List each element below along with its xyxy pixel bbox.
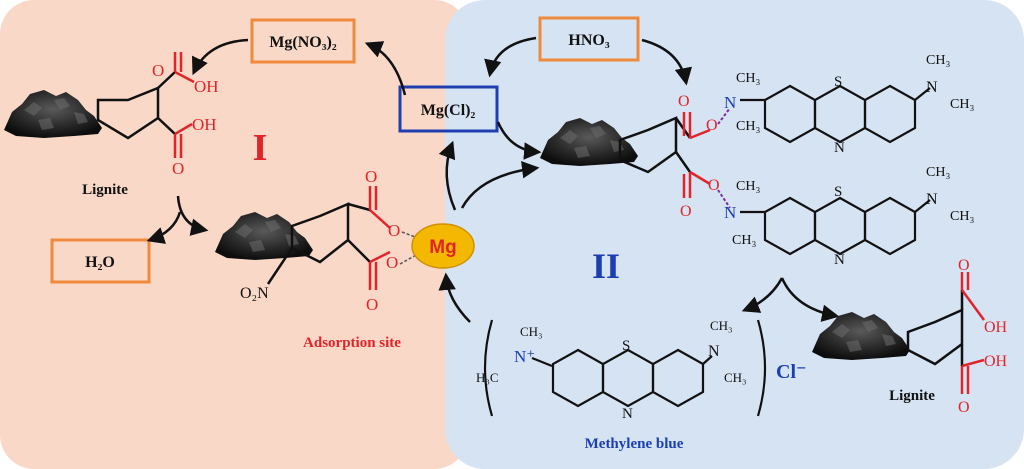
svg-text:CH₃: CH₃ (926, 53, 950, 68)
svg-text:O: O (678, 93, 690, 110)
arrow-hno3-right (641, 38, 693, 86)
svg-text:O: O (365, 167, 377, 186)
svg-text:CH₃: CH₃ (724, 370, 747, 385)
svg-text:N⁺: N⁺ (514, 347, 535, 366)
svg-text:S: S (622, 338, 630, 354)
methylene-blue-molecule: N⁺ CH₃ H₃C S N N CH₃ CH₃ Methylene blue … (476, 318, 807, 452)
arrow-mgcl2-to-complex (496, 121, 542, 160)
arrow-mg-up-right (460, 161, 540, 209)
lignite-bottom-molecule: O OH OH O Lignite (812, 257, 1008, 416)
svg-text:CH₃: CH₃ (950, 97, 974, 112)
svg-text:S: S (834, 74, 842, 90)
svg-text:OH: OH (192, 115, 217, 134)
svg-text:N: N (708, 343, 720, 360)
arrow-lignite-fork (176, 195, 209, 236)
svg-text:N: N (622, 406, 633, 422)
svg-text:O: O (366, 295, 378, 314)
svg-text:CH₃: CH₃ (736, 71, 760, 86)
mb-complex: O O O O N CH₃ CH₃ S N N CH₃ CH₃ N CH₃ CH… (540, 53, 974, 268)
svg-text:O: O (388, 221, 400, 240)
chloride-label: Cl⁻ (776, 361, 807, 383)
svg-text:O: O (958, 257, 970, 274)
svg-text:OH: OH (984, 319, 1008, 336)
arrow-mg-up-left (438, 140, 457, 211)
svg-text:OH: OH (194, 77, 219, 96)
mg-chloride-box (398, 85, 499, 133)
svg-text:N: N (926, 191, 938, 208)
lignite-bottom-label: Lignite (889, 388, 935, 404)
svg-text:O: O (680, 203, 692, 220)
nitro-label: O₂N (240, 285, 269, 302)
panel-numeral-right: II (592, 246, 620, 286)
panel-numeral-left: I (253, 127, 268, 169)
arrow-to-water (146, 211, 182, 244)
svg-text:O: O (172, 159, 184, 178)
svg-text:N: N (724, 93, 736, 112)
mg-nitrate-label: Mg(NO₃)₂ (269, 34, 337, 51)
arrow-mgcl2-to-mgno3 (364, 41, 407, 96)
svg-text:N: N (834, 140, 845, 156)
svg-text:CH₃: CH₃ (926, 165, 950, 180)
mg-center (411, 223, 475, 269)
adsorption-site-molecule: O O O O O₂N Adsorption site (215, 167, 419, 351)
lignite-top-molecule: O OH OH O Lignite (4, 52, 219, 198)
svg-text:CH₃: CH₃ (520, 324, 543, 339)
arrow-release-right (780, 277, 840, 322)
svg-text:CH₃: CH₃ (950, 209, 974, 224)
mg-center-label: Mg (429, 237, 456, 258)
mg-nitrate-box (250, 18, 356, 64)
adsorption-site-label: Adsorption site (303, 335, 401, 351)
svg-text:CH₃: CH₃ (710, 318, 733, 333)
svg-text:S: S (834, 184, 842, 200)
water-label: H₂O (85, 254, 115, 271)
svg-text:H₃C: H₃C (476, 370, 499, 385)
lignite-top-label: Lignite (82, 182, 128, 198)
water-box (50, 238, 151, 284)
svg-text:N: N (834, 252, 845, 268)
svg-text:N: N (724, 203, 736, 222)
hno3-label: HNO₃ (568, 32, 609, 49)
svg-text:O: O (958, 399, 970, 416)
svg-text:O: O (708, 177, 720, 194)
arrow-mgno3-to-lignite (192, 38, 249, 76)
arrow-release-left (741, 277, 784, 313)
hno3-box (538, 16, 640, 62)
arrow-mb-to-mg (438, 272, 471, 323)
mg-chloride-label: Mg(Cl)₂ (421, 102, 476, 119)
svg-text:CH₃: CH₃ (736, 179, 760, 194)
svg-text:O: O (386, 253, 398, 272)
svg-text:CH₃: CH₃ (732, 233, 756, 248)
svg-text:OH: OH (984, 353, 1008, 370)
svg-text:O: O (152, 61, 164, 80)
svg-text:O: O (706, 117, 718, 134)
svg-text:N: N (926, 79, 938, 96)
arrow-hno3-left (484, 36, 537, 78)
svg-text:CH₃: CH₃ (736, 119, 760, 134)
methylene-blue-label: Methylene blue (585, 436, 684, 452)
